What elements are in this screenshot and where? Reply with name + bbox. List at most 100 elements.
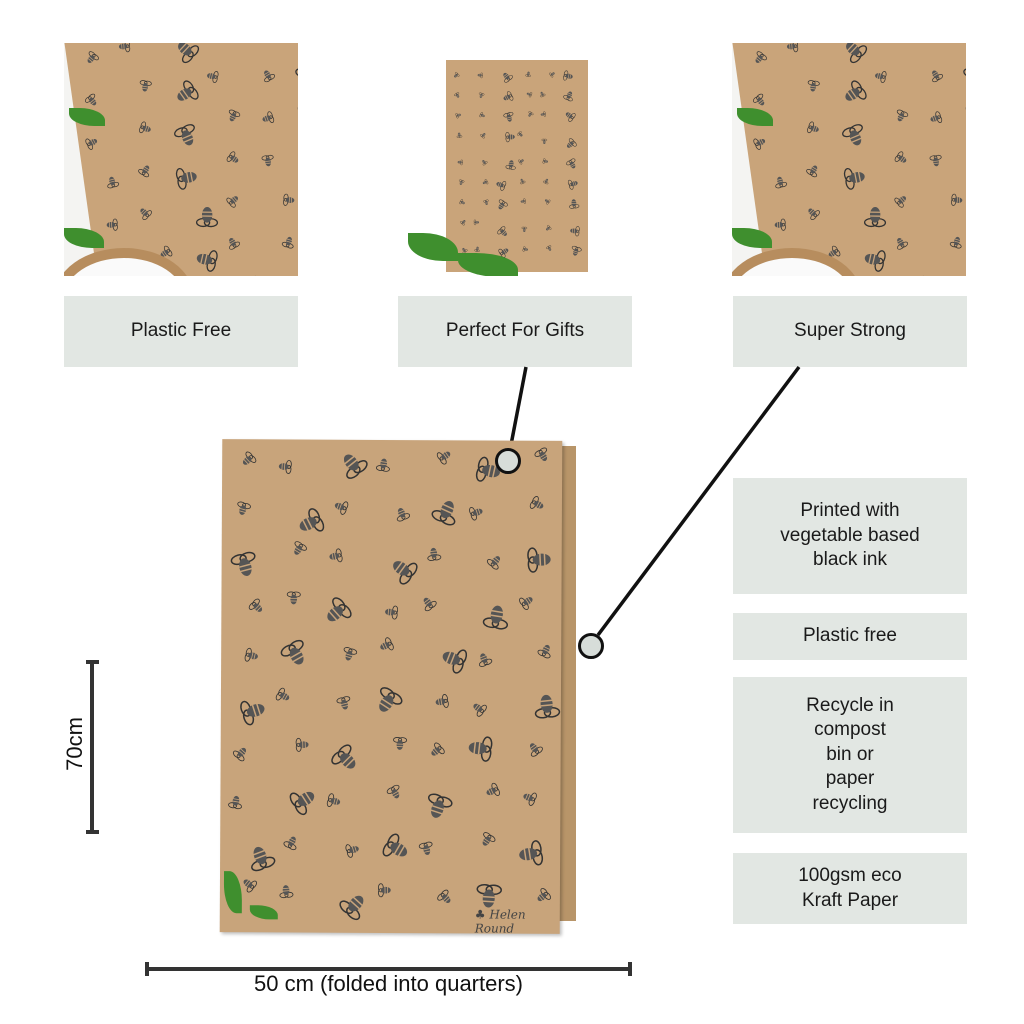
bee-icon	[418, 841, 433, 855]
bee-icon	[517, 131, 523, 137]
bee-icon	[423, 597, 437, 612]
bee-icon	[566, 158, 576, 169]
connector-dot-strong	[578, 633, 604, 659]
bee-icon	[226, 196, 238, 208]
bee-icon	[897, 237, 909, 250]
bee-icon	[932, 70, 944, 83]
bee-icon	[207, 71, 219, 83]
feature-label-plastic-free: Plastic Free	[64, 296, 298, 367]
bee-icon	[477, 72, 483, 78]
bee-icon	[454, 72, 460, 78]
bee-icon	[503, 73, 513, 83]
bee-icon	[457, 159, 463, 166]
bee-icon	[482, 160, 488, 166]
bee-icon	[264, 70, 276, 83]
bee-icon	[486, 556, 501, 570]
bee-icon	[275, 687, 290, 701]
bee-icon	[281, 236, 294, 249]
bee-icon	[334, 501, 349, 515]
bee-icon	[431, 742, 445, 756]
leaf	[732, 228, 772, 248]
sheet-fold-edge	[558, 446, 576, 921]
bee-icon	[442, 649, 468, 674]
feature-text: Perfect For Gifts	[445, 320, 585, 342]
bee-icon	[437, 889, 451, 903]
bee-icon	[327, 597, 352, 622]
bee-icon	[107, 176, 120, 189]
bee-icon	[478, 92, 485, 98]
bee-icon	[289, 791, 315, 816]
bee-icon	[229, 237, 241, 250]
bee-icon	[930, 111, 943, 123]
bee-icon	[294, 541, 307, 555]
bee-icon	[540, 110, 546, 117]
leaf	[458, 253, 518, 276]
bee-icon	[299, 508, 325, 532]
bee-icon	[483, 199, 489, 205]
bee-icon	[479, 111, 485, 117]
bee-icon	[520, 179, 526, 185]
bee-icon	[571, 245, 582, 256]
bee-icon	[396, 508, 411, 522]
bee-icon	[343, 454, 368, 479]
bee-icon	[138, 165, 150, 178]
bee-icon	[436, 451, 451, 465]
bee-icon	[87, 51, 99, 63]
connector-line-strong	[596, 365, 801, 637]
feature-label-ink: Printed with vegetable based black ink	[733, 478, 967, 594]
bee-icon	[329, 548, 343, 563]
bee-icon	[503, 112, 514, 123]
feature-label-gifts: Perfect For Gifts	[398, 296, 632, 367]
bee-icon	[476, 884, 502, 908]
bee-icon	[283, 193, 295, 206]
bee-icon	[534, 447, 548, 462]
bee-icon	[454, 92, 460, 98]
wrapping-paper-sheet: ♣ Helen Round	[219, 439, 563, 934]
bee-icon	[230, 551, 256, 576]
bee-icon	[326, 793, 341, 807]
bee-icon	[525, 71, 531, 77]
bee-icon	[435, 694, 449, 708]
bee-icon	[473, 703, 487, 717]
bee-icon	[474, 247, 480, 253]
bee-icon	[546, 225, 552, 231]
kraft-paper	[446, 60, 588, 272]
bee-icon	[534, 694, 561, 719]
bee-icon	[546, 245, 552, 252]
bee-icon	[929, 154, 942, 167]
leaf	[223, 871, 243, 914]
feature-text: Super Strong	[794, 320, 906, 342]
width-dimension-label: 50 cm (folded into quarters)	[253, 971, 524, 996]
bee-icon	[139, 121, 151, 134]
bee-icon	[240, 700, 265, 726]
bee-pattern	[446, 60, 588, 272]
bee-icon	[752, 93, 765, 106]
bee-icon	[456, 132, 463, 138]
bee-icon	[345, 844, 359, 858]
leaf	[69, 108, 105, 126]
bee-icon	[295, 68, 298, 78]
bee-icon	[226, 151, 239, 163]
bee-icon	[380, 637, 394, 651]
bee-icon	[786, 43, 799, 53]
product-photo-sheet	[398, 43, 632, 276]
bee-icon	[845, 80, 867, 101]
bee-icon	[178, 43, 200, 64]
bee-icon	[139, 80, 152, 92]
bee-icon	[482, 605, 509, 630]
bee-icon	[774, 218, 786, 231]
bee-icon	[336, 696, 351, 710]
bee-icon	[519, 597, 533, 610]
bee-icon	[529, 743, 543, 757]
bee-icon	[519, 840, 544, 866]
feature-text: Plastic Free	[130, 320, 232, 342]
bee-icon	[549, 72, 555, 78]
bee-icon	[543, 178, 549, 185]
bee-icon	[460, 220, 466, 226]
product-photo-closeup-right	[732, 43, 966, 276]
bee-icon	[894, 196, 906, 208]
bee-icon	[228, 795, 242, 810]
bee-icon	[843, 167, 865, 190]
bee-icon	[251, 846, 276, 872]
kraft-paper	[732, 43, 966, 276]
